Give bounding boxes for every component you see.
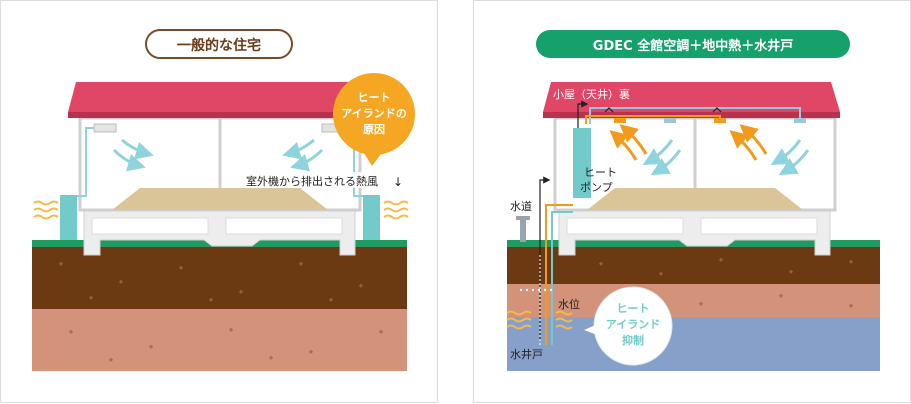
svg-text:原因: 原因 (363, 123, 385, 136)
well-heat-waves-right (555, 310, 573, 330)
attic-label: 小屋（天井）裏 (553, 87, 630, 101)
left-title-pill: 一般的な住宅 (145, 29, 293, 59)
svg-text:ヒート: ヒート (358, 91, 391, 104)
exhaust-label: 室外機から排出される熱風 (246, 174, 378, 188)
outdoor-unit-right (363, 195, 380, 240)
right-roof: 小屋（天井）裏 (543, 82, 840, 118)
clay-dots (68, 327, 384, 362)
right-panel: GDEC 全館空調＋地中熱＋水井戸 (473, 0, 911, 403)
left-title: 一般的な住宅 (177, 37, 261, 54)
water-tap: 水道 (510, 199, 532, 242)
groundwater-layer (507, 317, 880, 371)
heat-island-suppression-bubble: ヒート アイランド 抑制 (584, 286, 673, 366)
water-well-pipes (539, 176, 573, 345)
heat-island-cause-bubble: ヒート アイランドの 原因 (333, 73, 415, 166)
svg-text:ポンプ: ポンプ (580, 181, 613, 194)
heat-waves-right (383, 200, 409, 220)
water-well-label: 水井戸 (510, 347, 543, 361)
svg-text:ヒート: ヒート (617, 302, 650, 315)
heat-pump-unit: ヒート ポンプ (573, 100, 617, 198)
left-panel: 一般的な住宅 (0, 0, 438, 403)
outdoor-unit-left (60, 195, 77, 240)
right-title: GDEC 全館空調＋地中熱＋水井戸 (593, 38, 793, 54)
right-title-pill: GDEC 全館空調＋地中熱＋水井戸 (536, 30, 850, 58)
soil-dots-right (598, 257, 854, 276)
cool-air-arrows-right (282, 138, 324, 172)
topsoil-layer (32, 247, 407, 309)
heat-waves-left (33, 200, 59, 220)
svg-text:ヒート: ヒート (584, 166, 617, 179)
subsoil-layer (32, 309, 407, 371)
indoor-unit-left (93, 123, 117, 133)
cool-air-arrows-left (112, 138, 154, 172)
pipe-left (72, 127, 94, 197)
left-foundation (83, 209, 356, 256)
exhaust-down-arrow: ↓ (393, 175, 403, 189)
ceiling-vents (604, 107, 806, 123)
subsoil-layer-right (507, 284, 880, 317)
underfloor-sand-right (587, 188, 803, 210)
svg-text:アイランド: アイランド (606, 318, 660, 331)
svg-text:アイランドの: アイランドの (341, 107, 406, 120)
water-level-label: 水位 (558, 297, 580, 311)
water-supply-label: 水道 (510, 199, 532, 213)
water-level-marker (519, 288, 553, 292)
right-foundation (558, 209, 831, 256)
cool-air-arrows (642, 139, 810, 175)
soil-dots (58, 261, 364, 302)
underfloor-sand (112, 188, 328, 210)
well-heat-waves-left (506, 310, 532, 330)
left-house-frame (78, 116, 362, 212)
svg-text:抑制: 抑制 (622, 333, 644, 347)
left-roof (68, 82, 365, 118)
